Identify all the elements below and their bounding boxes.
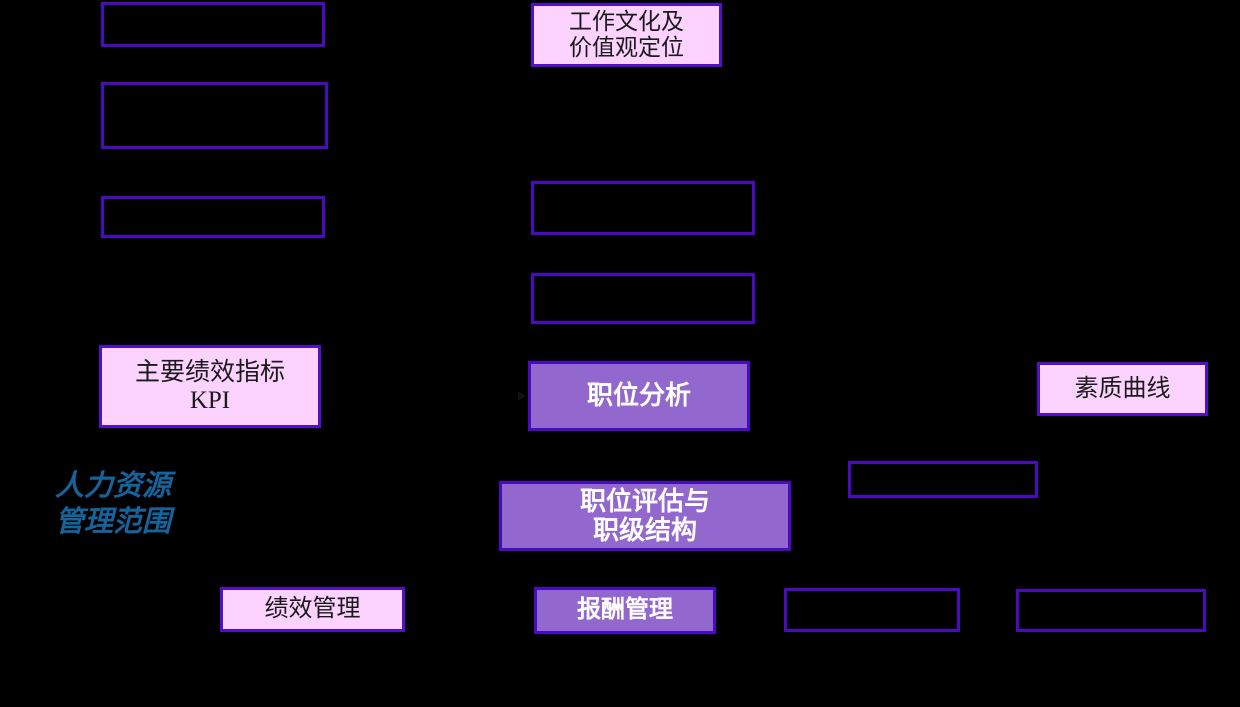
- box-kpi[interactable]: 主要绩效指标 KPI: [99, 345, 321, 428]
- box-topleft-1: [101, 2, 325, 47]
- box-topleft-2: [101, 82, 328, 149]
- box-competency-curve-label: 素质曲线: [1074, 375, 1171, 402]
- box-mid-2: [531, 273, 755, 324]
- box-work-culture[interactable]: 工作文化及 价值观定位: [531, 3, 722, 67]
- box-bottom-right-2: [1016, 589, 1206, 632]
- box-comp-mgmt-label: 报酬管理: [577, 597, 673, 624]
- box-competency-curve[interactable]: 素质曲线: [1037, 362, 1208, 416]
- box-job-analysis[interactable]: 职位分析: [528, 361, 750, 431]
- box-job-analysis-label: 职位分析: [586, 381, 691, 411]
- connector-arrow-icon: [518, 391, 526, 401]
- box-bottom-right-1: [784, 588, 960, 632]
- box-comp-mgmt[interactable]: 报酬管理: [534, 587, 716, 634]
- box-topleft-3: [101, 196, 325, 238]
- box-job-eval-label: 职位评估与 职级结构: [579, 486, 710, 545]
- hr-scope-label: 人力资源 管理范围: [55, 470, 172, 539]
- box-perf-mgmt[interactable]: 绩效管理: [220, 587, 405, 632]
- box-right-mid: [848, 461, 1038, 498]
- box-perf-mgmt-label: 绩效管理: [264, 596, 361, 623]
- box-job-eval[interactable]: 职位评估与 职级结构: [499, 481, 791, 551]
- box-kpi-label: 主要绩效指标 KPI: [134, 358, 285, 414]
- box-work-culture-label: 工作文化及 价值观定位: [569, 9, 684, 60]
- box-mid-1: [531, 181, 755, 235]
